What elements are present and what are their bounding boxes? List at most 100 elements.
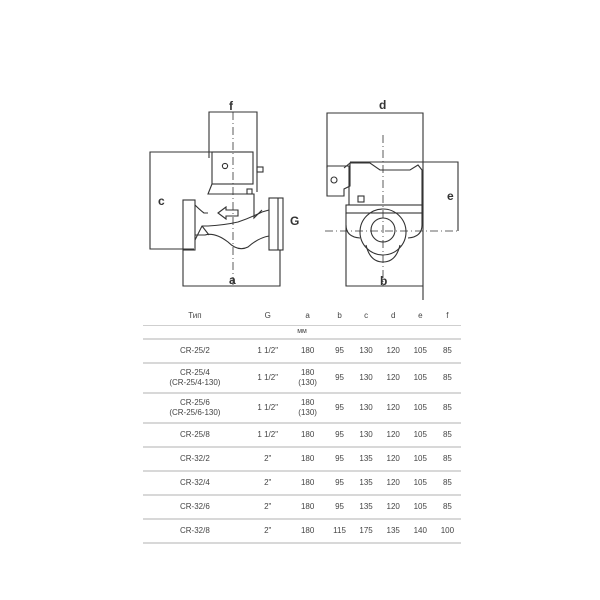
side-view xyxy=(326,112,459,300)
value-c: 130 xyxy=(359,373,373,382)
value-a-alt: (130) xyxy=(298,408,317,417)
dim-label-f: f xyxy=(229,99,234,113)
model-name: CR-32/6 xyxy=(180,502,210,511)
value-b: 95 xyxy=(335,403,345,412)
cell-b: 95 xyxy=(326,363,353,394)
pump-dimension-drawing: f c G a d e b xyxy=(149,98,460,300)
header-e: e xyxy=(406,305,434,326)
cell-c: 135 xyxy=(352,447,380,472)
cell-model: CR-25/4(CR-25/4-130) xyxy=(143,363,247,394)
value-a: 180 xyxy=(300,454,315,463)
value-e: 140 xyxy=(413,526,427,535)
dim-label-a: a xyxy=(229,273,236,287)
header-f: f xyxy=(433,305,461,326)
model-name: CR-25/2 xyxy=(180,346,210,355)
cell-b: 95 xyxy=(326,393,353,424)
dim-label-b: b xyxy=(380,274,387,288)
cell-e: 105 xyxy=(406,339,434,364)
value-G: 1 1/2" xyxy=(257,373,279,382)
value-e: 105 xyxy=(413,346,427,355)
cell-b: 95 xyxy=(326,495,353,520)
model-name: CR-32/4 xyxy=(180,478,210,487)
cell-G: 2" xyxy=(246,447,289,472)
value-G: 2" xyxy=(264,454,272,463)
cell-a: 180 xyxy=(288,495,327,520)
cell-model: CR-32/4 xyxy=(143,471,247,496)
value-b: 95 xyxy=(335,502,345,511)
value-c: 130 xyxy=(359,430,373,439)
unit-label: мм xyxy=(143,325,461,340)
value-f: 85 xyxy=(442,346,452,355)
table-header-row: Тип G a b c d e f xyxy=(143,305,461,326)
value-e: 105 xyxy=(413,373,427,382)
value-f: 85 xyxy=(442,373,452,382)
value-c: 175 xyxy=(359,526,373,535)
cell-d: 120 xyxy=(379,495,407,520)
value-e: 105 xyxy=(413,403,427,412)
cell-e: 105 xyxy=(406,447,434,472)
header-d: d xyxy=(379,305,407,326)
value-d: 120 xyxy=(386,478,400,487)
cell-model: CR-32/8 xyxy=(143,519,247,544)
cell-e: 140 xyxy=(406,519,434,544)
value-b: 95 xyxy=(335,430,345,439)
value-b: 95 xyxy=(335,346,345,355)
cell-c: 130 xyxy=(352,363,380,394)
value-d: 120 xyxy=(386,430,400,439)
value-c: 130 xyxy=(359,346,373,355)
cell-c: 135 xyxy=(352,471,380,496)
cell-model: CR-32/2 xyxy=(143,447,247,472)
value-a: 180 xyxy=(300,368,315,377)
cell-G: 1 1/2" xyxy=(246,423,289,448)
model-name: CR-25/8 xyxy=(180,430,210,439)
header-type: Тип xyxy=(143,305,247,326)
cell-d: 120 xyxy=(379,471,407,496)
cell-f: 85 xyxy=(433,495,461,520)
value-b: 115 xyxy=(333,526,346,535)
cell-a: 180 xyxy=(288,423,327,448)
value-c: 135 xyxy=(359,502,373,511)
cell-b: 95 xyxy=(326,423,353,448)
cell-a: 180 xyxy=(288,519,327,544)
cell-G: 2" xyxy=(246,495,289,520)
value-a: 180 xyxy=(300,478,315,487)
cell-e: 105 xyxy=(406,471,434,496)
value-c: 135 xyxy=(359,478,373,487)
value-a: 180 xyxy=(300,430,315,439)
cell-d: 120 xyxy=(379,447,407,472)
cell-b: 115 xyxy=(326,519,353,544)
cell-c: 130 xyxy=(352,393,380,424)
value-a: 180 xyxy=(300,526,315,535)
table-row: CR-32/6 2" 180 95 135 120 105 85 xyxy=(143,495,461,520)
cell-d: 120 xyxy=(379,393,407,424)
value-d: 120 xyxy=(386,502,400,511)
header-a: a xyxy=(288,305,327,326)
value-f: 85 xyxy=(442,454,452,463)
dim-label-d: d xyxy=(379,98,386,112)
cell-b: 95 xyxy=(326,339,353,364)
cell-G: 1 1/2" xyxy=(246,363,289,394)
cell-b: 95 xyxy=(326,471,353,496)
cell-c: 135 xyxy=(352,495,380,520)
dim-label-c: c xyxy=(158,194,165,208)
cell-d: 120 xyxy=(379,363,407,394)
value-f: 100 xyxy=(440,526,455,535)
value-G: 2" xyxy=(264,502,272,511)
cell-b: 95 xyxy=(326,447,353,472)
model-alt-name: (CR-25/4-130) xyxy=(169,378,221,387)
cell-G: 2" xyxy=(246,519,289,544)
cell-f: 85 xyxy=(433,447,461,472)
cell-c: 130 xyxy=(352,423,380,448)
model-name: CR-32/8 xyxy=(180,526,210,535)
value-b: 95 xyxy=(335,454,345,463)
value-e: 105 xyxy=(413,502,427,511)
value-G: 1 1/2" xyxy=(257,346,279,355)
cell-G: 1 1/2" xyxy=(246,393,289,424)
cell-model: CR-25/6(CR-25/6-130) xyxy=(143,393,247,424)
value-a: 180 xyxy=(300,502,315,511)
cell-e: 105 xyxy=(406,423,434,448)
